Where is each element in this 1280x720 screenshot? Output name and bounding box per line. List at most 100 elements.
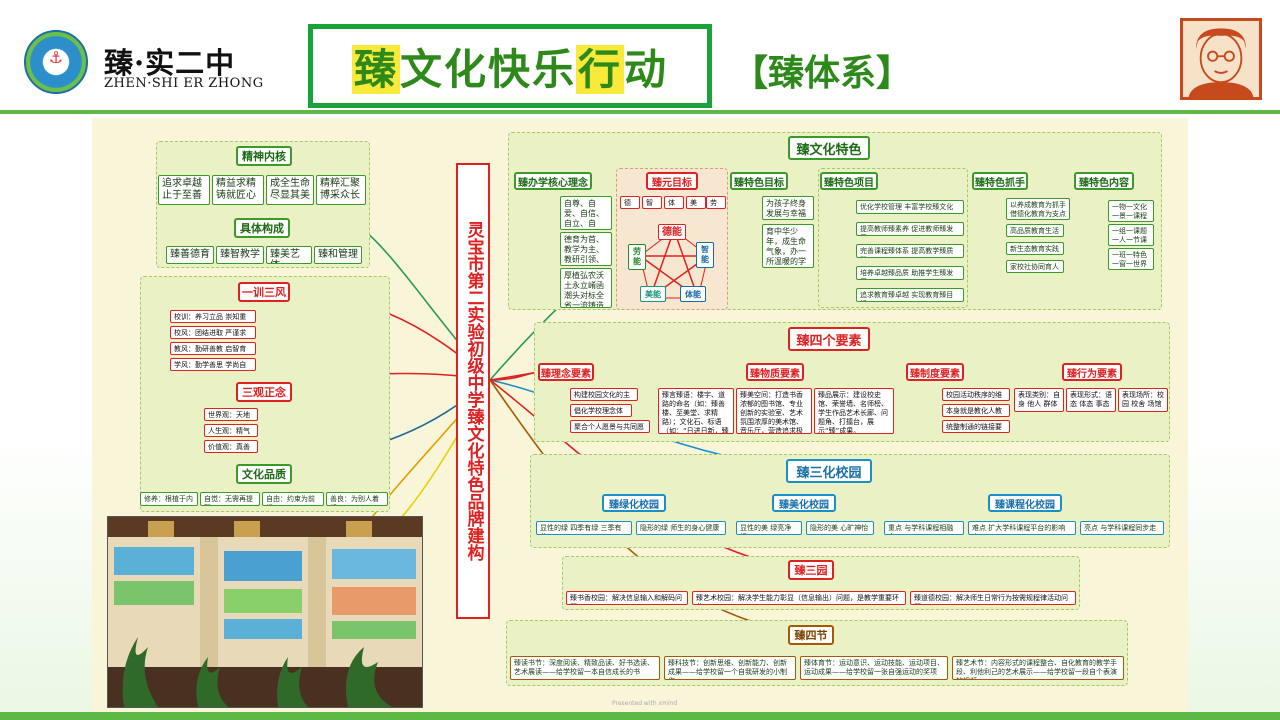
node-sanyuan: 臻三园 (788, 560, 834, 580)
portrait-image (1180, 18, 1262, 100)
leaf-mubiao-2: 育中华少年，成生命气象，办一所温暖的学校 (762, 224, 814, 268)
leaf-mubiao-1: 为孩子终身发展与幸福奠基 (762, 196, 814, 220)
leaf-sige-linian-1: 构建校园文化的主旨 (570, 388, 638, 401)
leaf-kecheng-3: 亮点 与学科课程同步走 (1080, 521, 1164, 535)
node-sanhua: 臻三化校园 (786, 459, 872, 483)
leaf-sijie-3: 臻体育节：运动意识、运动技能、运动项目、运动成果——给学校留一张自强运动的奖项 (800, 656, 948, 680)
leaf-yixun-2: 校风：团结进取 严谨求实 (170, 326, 256, 339)
leaf-composition-1: 臻善德育 (166, 246, 214, 264)
school-logo-icon (24, 30, 88, 94)
leaf-zhidu-2: 本身就是教化人教材 (942, 404, 1010, 417)
leaf-mei-2: 隐形的美 心旷神怡 (806, 521, 874, 535)
node-tese: 臻文化特色 (788, 136, 870, 160)
leaf-yixun-3: 教风：勤研善教 启智育人 (170, 342, 256, 355)
node-sige-zhidu: 臻制度要素 (906, 363, 964, 381)
leaf-xingwei-2: 表现形式：语态 体态 事态 (1066, 388, 1116, 412)
leaf-neirong-2: 一组一课题 一人一节课 (1108, 224, 1154, 246)
node-sanguan: 三观正念 (236, 382, 292, 402)
leaf-sijie-4: 臻艺术节：内容形式的课程整合、自化教育的教学手段、利他利己的艺术展示——给学校留… (952, 656, 1124, 680)
leaf-zhuashou-3: 新生态教育实践 (1006, 242, 1064, 255)
node-sige-xingwei: 臻行为要素 (1062, 363, 1122, 381)
node-tese-neirong: 臻特色内容 (1074, 172, 1134, 190)
leaf-sige-linian-3: 聚合个人愿景与共同愿景 (570, 420, 650, 433)
leaf-tese-linian-1: 自尊、自爱、自信、自立、自律、自强。 (560, 196, 612, 230)
node-tese-xiangmu: 臻特色项目 (820, 172, 878, 190)
leaf-composition-3: 臻美艺体 (266, 246, 312, 264)
star-meineng: 美能 (640, 286, 666, 302)
logo-anchor-icon: ⚓ (48, 48, 64, 67)
leaf-zhuashou-4: 家校社协同育人 (1006, 260, 1064, 273)
node-tese-yuan: 臻元目标 (646, 172, 698, 190)
node-composition: 具体构成 (234, 218, 290, 238)
leaf-composition-2: 臻智教学 (216, 246, 264, 264)
title-box: 臻文化快乐行动 (308, 24, 712, 108)
node-sige-linian: 臻理念要素 (538, 363, 594, 381)
central-topic: 灵宝市第二实验初级中学臻文化特色品牌建构 (456, 163, 490, 619)
leaf-spirit-1: 追求卓越止于至善 (158, 175, 210, 205)
title-part-4: 动 (624, 44, 669, 94)
leaf-sijie-2: 臻科技节：创新思维、创新能力、创新成果——给学校留一个自我研发的小制作 (664, 656, 796, 680)
node-sige-wuzhi: 臻物质要素 (746, 363, 804, 381)
title-part-1: 臻 (351, 44, 400, 94)
node-sige: 臻四个要素 (788, 327, 870, 351)
leaf-sanyuan-2: 臻艺术校园：解决学生能力彰显（信息输出）问题，是教学重要环节 (692, 591, 906, 605)
leaf-pinzhi-3: 自由：约束为前提 (262, 492, 324, 506)
title-part-2: 文化快乐 (399, 44, 576, 94)
node-sijie: 臻四节 (788, 625, 834, 645)
panel-tese-xiangmu (818, 168, 968, 308)
star-deneng: 德能 (658, 224, 686, 240)
leaf-xingwei-3: 表现场所：校园 校舍 场馆 (1118, 388, 1168, 412)
leaf-wuzhi-3: 臻品展示：建设校史馆、荣誉墙、名师榜、学生作品艺术长廊、问题角、打擂台，展示“臻… (814, 388, 894, 434)
node-pinzhi: 文化品质 (236, 464, 292, 484)
school-name-en: ZHEN·SHI ER ZHONG (104, 76, 264, 91)
star-laoneng: 劳能 (628, 244, 646, 270)
leaf-sanyuan-1: 臻书香校园：解决信息输入和解码问题 (566, 591, 688, 605)
leaf-wuzhi-2: 臻美空间：打造书香浓郁的图书馆、专业创新的实验室、艺术氛围浓厚的美术馆、音乐厅，… (736, 388, 812, 434)
leaf-yuan-2: 智育 (642, 196, 662, 209)
leaf-zhuashou-1: 以养成教育为抓手 借德化教育为支点 (1006, 198, 1070, 220)
leaf-sanguan-3: 价值观：真善美 (204, 440, 258, 453)
leaf-yuan-4: 美育 (686, 196, 706, 209)
campus-photo (107, 516, 423, 708)
leaf-xiangmu-4: 培养卓越臻品质 助推学生臻发展 (856, 266, 964, 280)
leaf-yuan-1: 德育 (620, 196, 640, 209)
leaf-composition-4: 臻和管理 (314, 246, 362, 264)
top-divider (0, 110, 1280, 114)
leaf-pinzhi-2: 自觉：无需再提醒 (200, 492, 260, 506)
leaf-mei-1: 显性的美 绿亮净畅 (736, 521, 802, 535)
leaf-yixun-4: 学风：勤学善思 学尚自主 (170, 358, 256, 371)
node-tese-zhuashou: 臻特色抓手 (972, 172, 1028, 190)
leaf-pinzhi-1: 修养：根植于内心 (140, 492, 198, 506)
leaf-yuan-5: 劳育 (706, 196, 726, 209)
leaf-xiangmu-5: 追求教育臻卓越 实现教育臻目标 (856, 288, 964, 302)
leaf-sanguan-1: 世界观：天地人 (204, 408, 258, 421)
node-tese-mubiao: 臻特色目标 (730, 172, 788, 190)
node-sanhua-kecheng: 臻课程化校园 (988, 494, 1062, 512)
leaf-lv-2: 隐形的绿 师生的身心健康 (636, 521, 726, 535)
node-sanhua-mei: 臻美化校园 (772, 494, 836, 512)
slide-subtitle: 【臻体系】 (732, 53, 913, 94)
leaf-wuzhi-1: 臻言臻语：楼宇、道路的命名（如：臻善楼、至美堂、求精路）；文化石、标语（如：“日… (658, 388, 734, 434)
leaf-spirit-2: 精益求精铸就匠心 (212, 175, 264, 205)
title-part-3: 行 (576, 44, 625, 94)
bottom-bar (0, 712, 1280, 720)
leaf-kecheng-1: 重点 与学科课程相融合 (884, 521, 964, 535)
leaf-xiangmu-1: 优化学校管理 丰富学校臻文化 (856, 200, 964, 214)
slide-title: 臻文化快乐行动 (351, 36, 669, 97)
leaf-tese-linian-3: 厚植弘农沃土永立崤函潮头对标全省一流铸造示范品牌 (560, 268, 612, 308)
node-sanhua-lv: 臻绿化校园 (602, 494, 666, 512)
node-spirit-core: 精神内核 (236, 146, 292, 166)
leaf-zhidu-1: 校园活动秩序的维护 (942, 388, 1010, 401)
leaf-yixun-1: 校训：养习立品 崇知重能 (170, 310, 256, 323)
leaf-yuan-3: 体育 (664, 196, 684, 209)
leaf-xingwei-1: 表现类别：自身 他人 群体 (1014, 388, 1064, 412)
leaf-xiangmu-3: 完善课程臻体系 提高教学臻质量 (856, 244, 964, 258)
leaf-lv-1: 显性的绿 四季有绿 三季有花 (536, 521, 632, 535)
leaf-zhidu-3: 统整制通的链接要素 (942, 420, 1010, 433)
leaf-neirong-1: 一物一文化 一景一课程 (1108, 200, 1154, 222)
leaf-sige-linian-2: 倡化学校理念体系 (570, 404, 632, 417)
leaf-sijie-1: 臻读书节：深度阅读、精致品读、好书选读、艺术展读——给学校留一本自信成长的书 (510, 656, 660, 680)
star-zhineng: 智能 (696, 242, 714, 268)
star-tineng: 体能 (680, 286, 706, 302)
